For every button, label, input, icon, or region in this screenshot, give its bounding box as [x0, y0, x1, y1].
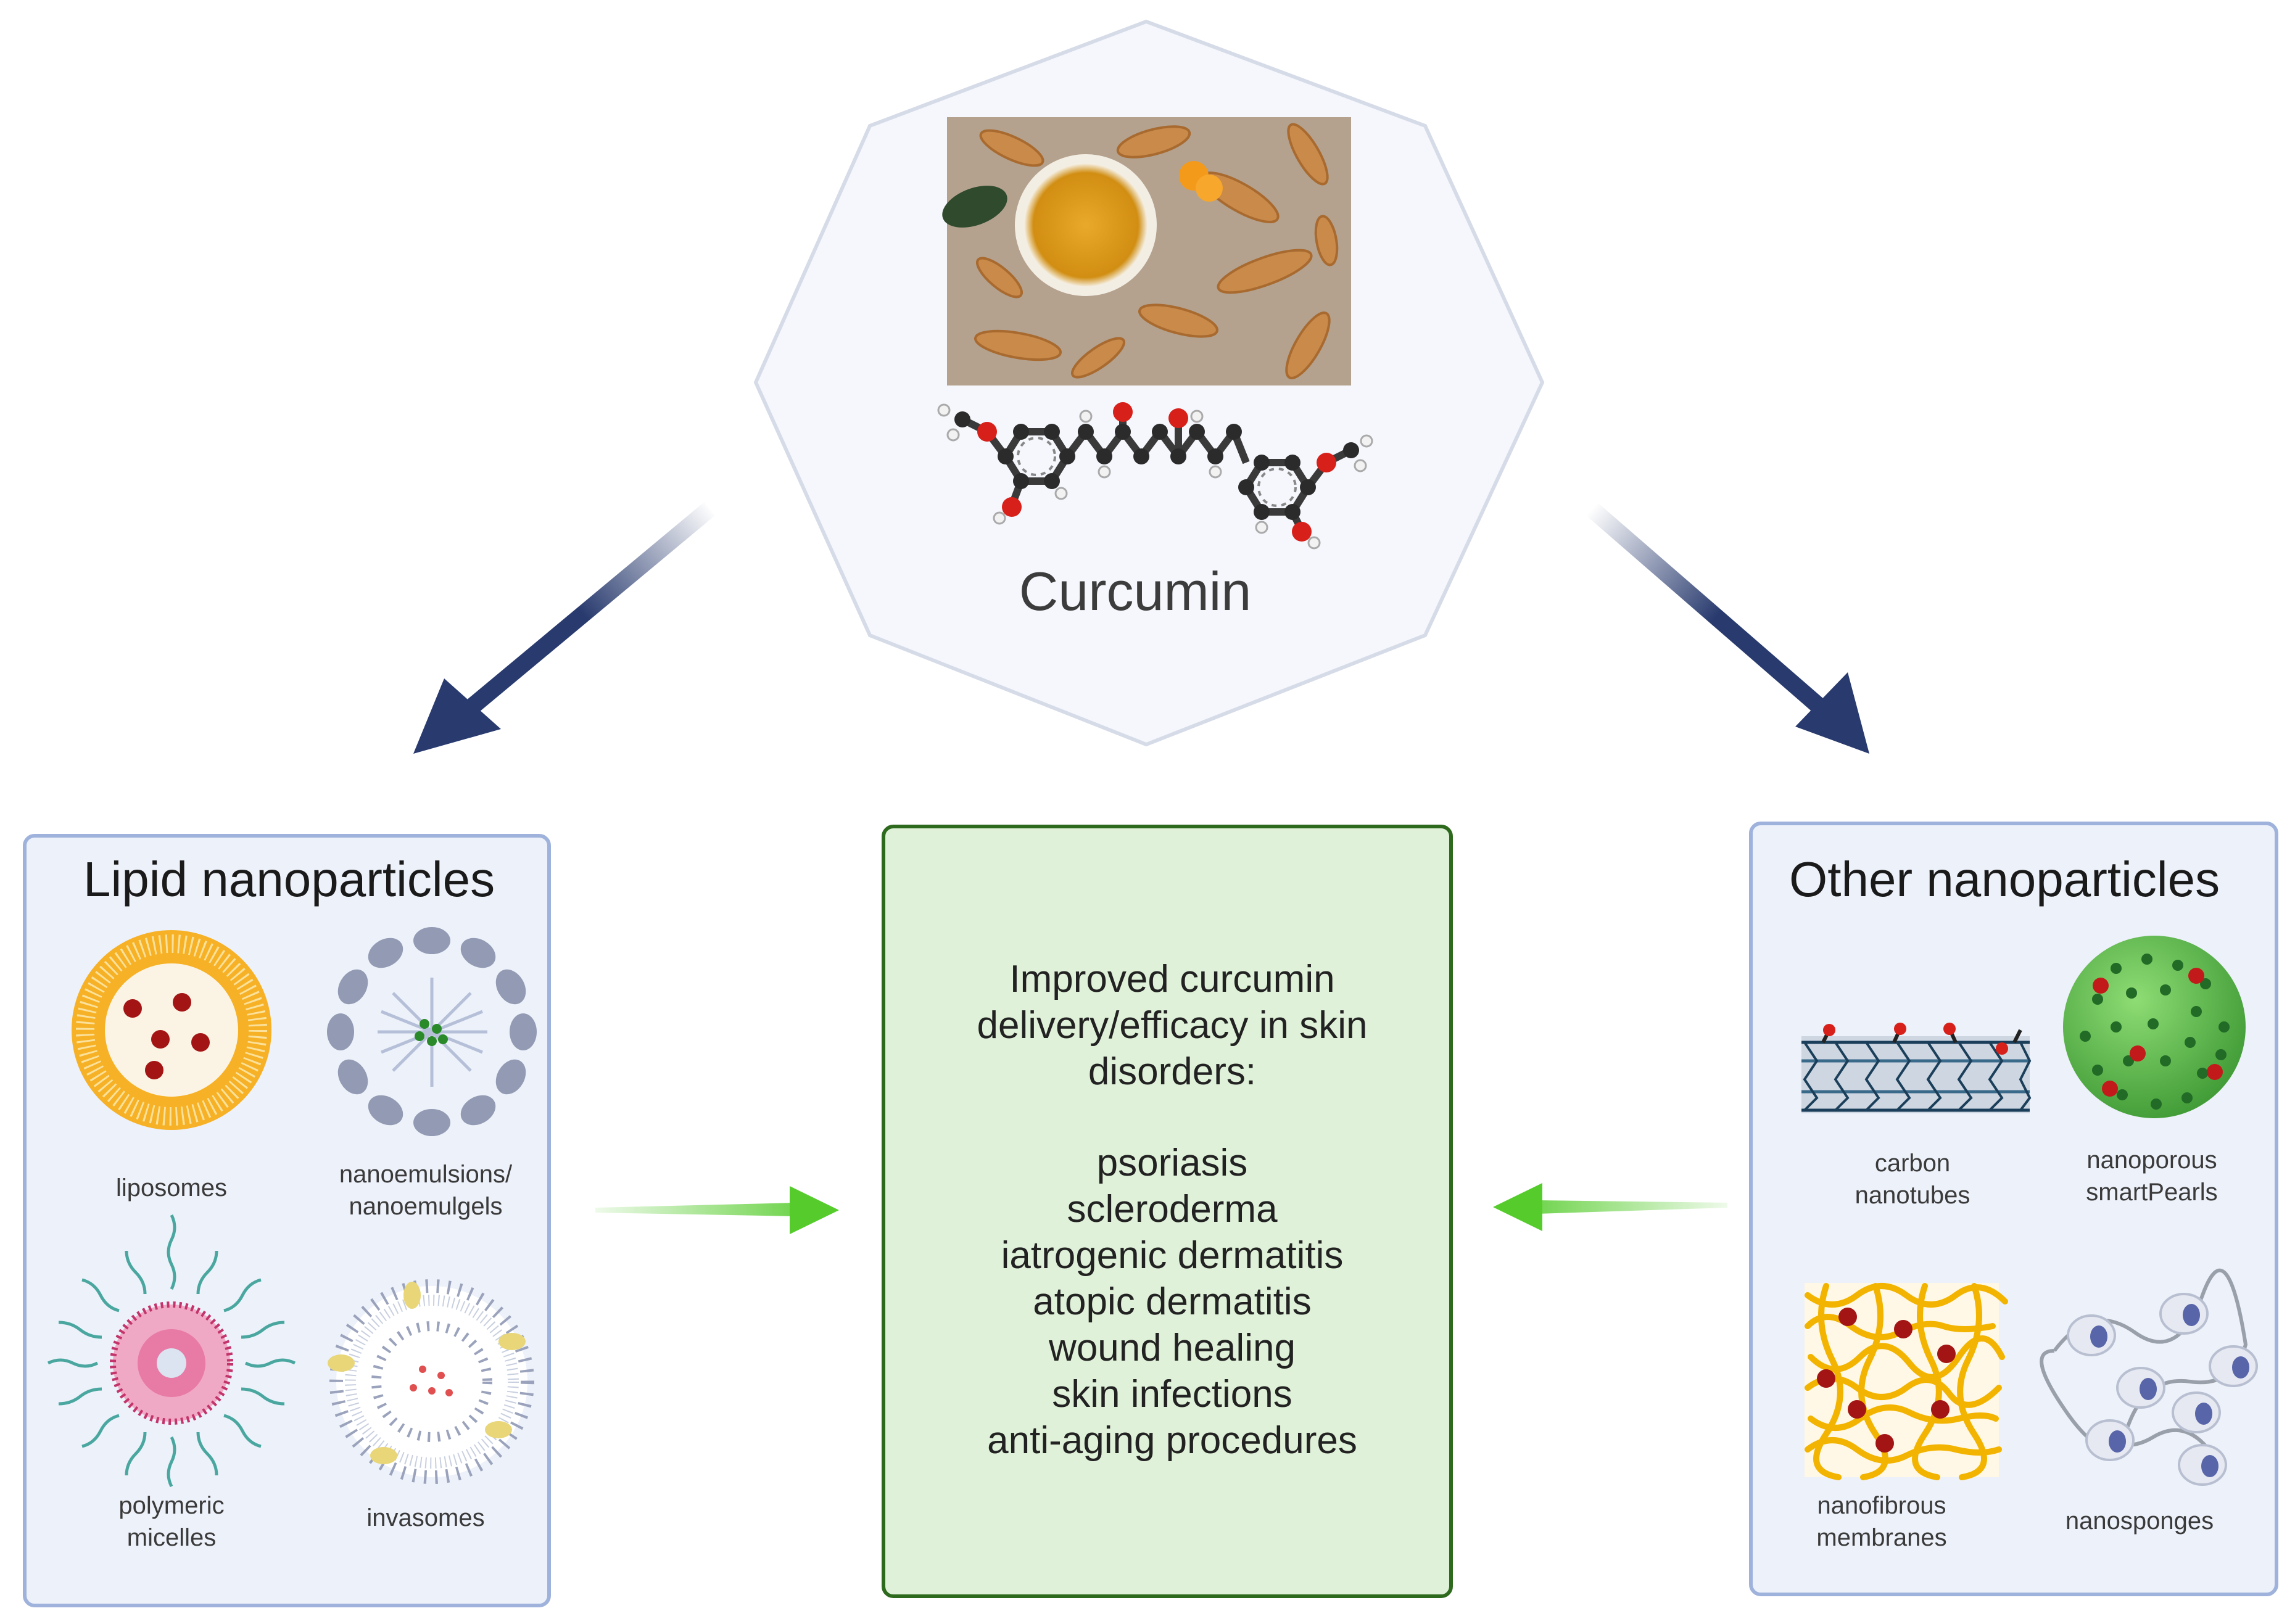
arrow-to-other	[1586, 502, 1869, 754]
other-item-label-smartpearls: nanoporous smartPearls	[2086, 1147, 2218, 1206]
disorder-list: psoriasis scleroderma iatrogenic dermati…	[888, 1140, 1456, 1464]
disorder-item: skin infections	[1052, 1373, 1292, 1416]
arrow-lipid-to-center	[595, 1186, 839, 1234]
liposome-icon	[72, 930, 271, 1130]
other-item-label-nanofibrous: nanofibrous membranes	[1816, 1492, 1947, 1551]
micelle-icon	[47, 1214, 296, 1488]
lipid-panel-title: Lipid nanoparticles	[83, 852, 495, 907]
nanotube-icon	[1801, 1023, 2032, 1113]
disorder-item: atopic dermatitis	[1033, 1280, 1312, 1323]
disorder-item: psoriasis	[1096, 1142, 1248, 1184]
other-item-label-nanosponges: nanosponges	[2065, 1507, 2214, 1535]
lipid-item-label-micelles: polymeric micelles	[118, 1492, 225, 1551]
nanosponge-icon	[2040, 1268, 2258, 1486]
nanofiber-icon	[1805, 1283, 2008, 1480]
lipid-item-label-liposomes: liposomes	[115, 1174, 228, 1202]
arrow-other-to-center	[1493, 1183, 1727, 1231]
lipid-item-label-invasomes: invasomes	[366, 1504, 485, 1531]
nanoemulsion-icon	[327, 927, 537, 1136]
center-panel	[882, 825, 1453, 1598]
other-item-label-nanotubes: carbon nanotubes	[1855, 1150, 1970, 1209]
other-panel-title: Other nanoparticles	[1789, 852, 2220, 907]
molecule-atoms	[937, 402, 1373, 550]
curcumin-label: Curcumin	[1019, 561, 1252, 622]
disorder-item: iatrogenic dermatitis	[1001, 1234, 1344, 1277]
disorder-item: scleroderma	[1067, 1188, 1278, 1230]
disorder-item: anti-aging procedures	[987, 1419, 1357, 1462]
smartpearl-icon	[2063, 936, 2246, 1118]
invasome-icon	[328, 1279, 534, 1484]
center-heading: Improved curcumin delivery/efficacy in s…	[977, 958, 1368, 1093]
lipid-item-label-nanoemulsions: nanoemulsions/ nanoemulgels	[339, 1161, 513, 1220]
turmeric-photo	[942, 117, 1351, 385]
arrow-to-lipid	[413, 502, 715, 754]
disorder-item: wound healing	[1049, 1327, 1296, 1369]
